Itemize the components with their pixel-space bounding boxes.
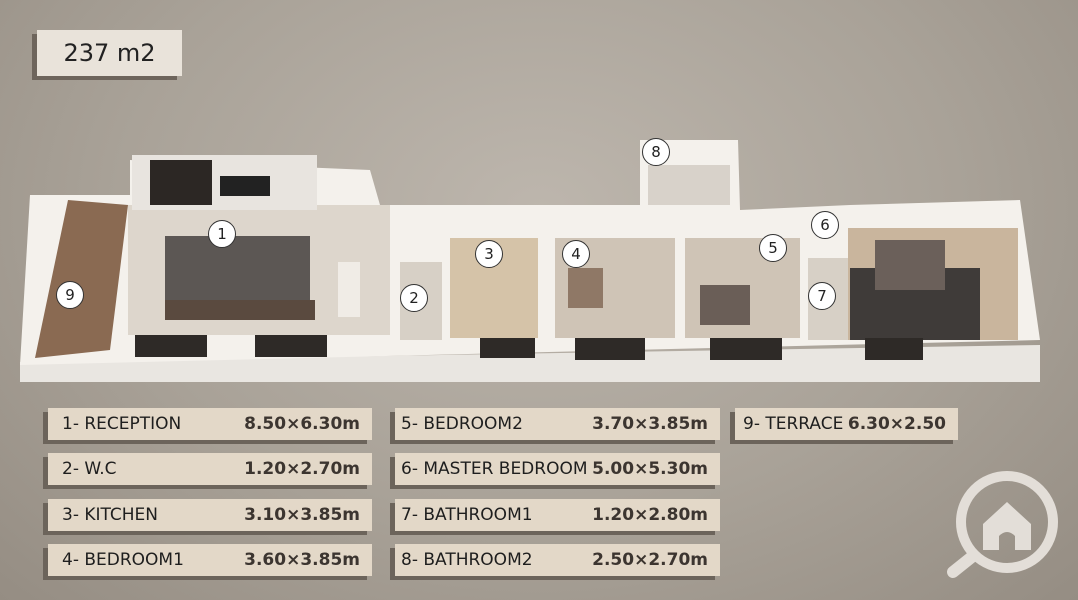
bathroom2-floor [648, 165, 730, 205]
legend-item-kitchen: 3- KITCHEN 3.10×3.85m [48, 499, 372, 531]
legend-label: 6- MASTER BEDROOM [401, 459, 588, 479]
legend-dimensions: 8.50×6.30m [244, 414, 360, 434]
room-marker-5: 5 [759, 234, 787, 262]
legend-item-bathroom1: 7- BATHROOM1 1.20×2.80m [395, 499, 720, 531]
legend-item-master-bedroom: 6- MASTER BEDROOM 5.00×5.30m [395, 453, 720, 485]
room-marker-4: 4 [562, 240, 590, 268]
legend-dimensions: 2.50×2.70m [592, 550, 708, 570]
room-marker-8: 8 [642, 138, 670, 166]
legend-item-terrace: 9- TERRACE 6.30×2.50 [735, 408, 958, 440]
master-bed [875, 240, 945, 290]
reception-rug [165, 236, 310, 306]
sofa [165, 300, 315, 320]
legend-dimensions: 3.60×3.85m [244, 550, 360, 570]
legend-label: 9- TERRACE [743, 414, 844, 434]
legend-dimensions: 1.20×2.80m [592, 505, 708, 525]
bedroom2-bed [700, 285, 750, 325]
room-marker-6: 6 [811, 211, 839, 239]
legend-label: 3- KITCHEN [62, 505, 159, 525]
room-marker-3: 3 [475, 240, 503, 268]
legend-dimensions: 3.10×3.85m [244, 505, 360, 525]
bedroom1-bed [568, 268, 603, 308]
terrace-floor [35, 200, 128, 358]
area-badge: 237 m2 [37, 30, 182, 76]
dining-table [338, 262, 360, 317]
window [135, 335, 207, 357]
tv-screen [220, 176, 270, 196]
window [575, 338, 645, 360]
legend-dimensions: 3.70×3.85m [592, 414, 708, 434]
legend-dimensions: 6.30×2.50 [847, 414, 946, 434]
room-marker-7: 7 [808, 282, 836, 310]
legend-item-bedroom1: 4- BEDROOM1 3.60×3.85m [48, 544, 372, 576]
legend-item-reception: 1- RECEPTION 8.50×6.30m [48, 408, 372, 440]
room-marker-9: 9 [56, 281, 84, 309]
home-search-logo-icon [947, 471, 1058, 578]
legend-item-wc: 2- W.C 1.20×2.70m [48, 453, 372, 485]
window [710, 338, 782, 360]
base-platform [20, 345, 1040, 382]
legend-label: 4- BEDROOM1 [62, 550, 184, 570]
legend-item-bathroom2: 8- BATHROOM2 2.50×2.70m [395, 544, 720, 576]
legend-label: 1- RECEPTION [62, 414, 182, 434]
legend-item-bedroom2: 5- BEDROOM2 3.70×3.85m [395, 408, 720, 440]
shelf-unit [150, 160, 212, 205]
legend-label: 2- W.C [62, 459, 117, 479]
room-marker-2: 2 [400, 284, 428, 312]
legend-label: 7- BATHROOM1 [401, 505, 533, 525]
legend-dimensions: 1.20×2.70m [244, 459, 360, 479]
room-marker-1: 1 [208, 220, 236, 248]
window [480, 338, 535, 358]
windows [135, 335, 923, 360]
window [255, 335, 327, 357]
legend-dimensions: 5.00×5.30m [592, 459, 708, 479]
window [865, 338, 923, 360]
legend-label: 5- BEDROOM2 [401, 414, 523, 434]
legend-label: 8- BATHROOM2 [401, 550, 533, 570]
